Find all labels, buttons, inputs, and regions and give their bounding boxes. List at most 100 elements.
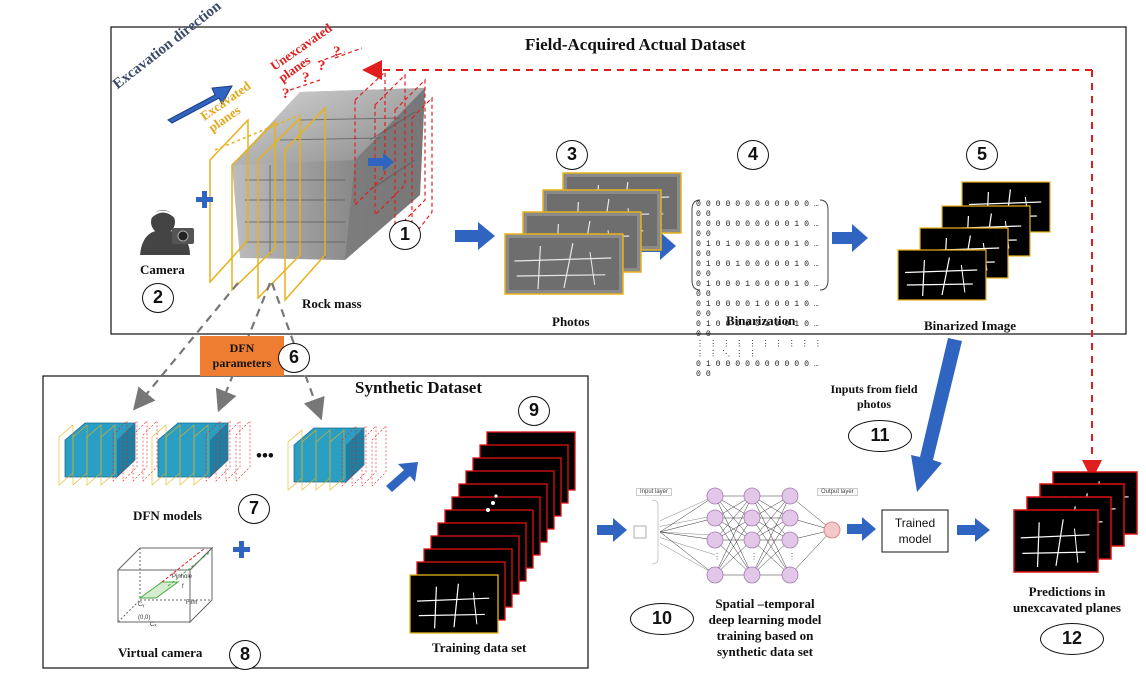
binary-matrix-brackets — [691, 199, 829, 291]
virtual-camera-label: Virtual camera — [118, 645, 203, 660]
plus-icon — [196, 191, 213, 208]
hidden-node — [743, 487, 761, 505]
photos-stack — [504, 172, 682, 295]
arrow-binarized-to-trained — [911, 338, 962, 492]
unexcavated-planes-frames — [289, 47, 433, 240]
step-number-12: 12 — [1040, 623, 1104, 655]
svg-text:⋮: ⋮ — [788, 552, 796, 561]
camera-operator-icon — [140, 210, 194, 255]
binarized-image-label: Binarized Image — [924, 318, 1017, 333]
training-data-stack — [409, 431, 576, 634]
matrix-row: ⋮ ⋮ ⋮ ⋮ ⋮ ⋮ ⋮ ⋮ ⋮ ⋮ ⋮ ⋮ ⋱ ⋮ ⋮ — [696, 340, 823, 359]
input-node — [633, 525, 647, 539]
hidden-node — [781, 487, 799, 505]
input-layer-label: Input layer — [636, 488, 673, 496]
step-number-2: 2 — [142, 283, 174, 313]
hidden-node — [781, 509, 799, 527]
output-node — [823, 521, 841, 539]
svg-text:⋮: ⋮ — [713, 552, 721, 561]
binarization-label: Binarization — [726, 313, 796, 328]
hidden-node — [706, 487, 724, 505]
question-mark: ? — [282, 86, 290, 102]
trained-model-box — [881, 509, 949, 553]
matrix-row: 0 1 0 0 0 0 0 0 0 0 0 0 … 0 0 — [696, 360, 819, 379]
trained-model-label: Trained model — [894, 516, 936, 546]
step-number-4: 4 — [737, 140, 769, 170]
binarized-image-stack — [897, 181, 1051, 301]
flow-arrows — [386, 222, 990, 542]
binary-matrix: 0 0 0 0 0 0 0 0 0 0 0 0 … 0 0 0 0 0 0 0 … — [696, 200, 824, 380]
rock-mass-label: Rock mass — [302, 296, 362, 311]
training-caption: Spatial –temporal deep learning model tr… — [708, 596, 822, 659]
matrix-row: 0 1 0 0 1 0 0 0 0 0 1 0 … 0 0 — [696, 260, 819, 279]
hidden-node — [706, 531, 724, 549]
question-mark: ? — [318, 58, 326, 74]
hidden-node — [743, 566, 761, 584]
plus-icon — [233, 541, 250, 558]
step-number-1: 1 — [389, 220, 421, 250]
arrow-rock-to-photos — [455, 222, 495, 250]
binarized-frame — [897, 249, 987, 301]
predictions-label: Predictions in unexcavated planes — [1013, 584, 1121, 615]
hidden-node — [781, 531, 799, 549]
dfn-parameters-box — [200, 336, 284, 376]
matrix-row: 0 0 0 0 0 0 0 0 0 0 0 0 … 0 0 — [696, 200, 819, 219]
dfn-dashed-arrows — [133, 282, 325, 421]
camera-label: Camera — [140, 262, 185, 277]
hidden-node — [706, 566, 724, 584]
svg-text:⋮: ⋮ — [750, 552, 758, 561]
field-dataset-box — [110, 26, 1127, 335]
matrix-row: 0 1 0 0 0 0 0 1 0 0 1 0 … 0 0 — [696, 320, 819, 339]
neural-network-diagram: ⋮ ⋮ ⋮ — [633, 487, 841, 584]
matrix-row: 0 1 0 1 0 0 0 0 0 0 1 0 … 0 0 — [696, 240, 819, 259]
step-number-7: 7 — [238, 494, 270, 524]
dfn-parameters-label: DFN parameters — [212, 341, 272, 370]
film-label: Film — [186, 600, 198, 606]
arrow-models-to-training — [386, 462, 418, 492]
hidden-node — [706, 509, 724, 527]
step-number-9: 9 — [518, 396, 550, 426]
step-number-3: 3 — [556, 140, 588, 170]
step-number-5: 5 — [966, 140, 998, 170]
dfn-model-images — [58, 420, 387, 491]
step-number-8: 8 — [229, 640, 261, 670]
synthetic-dataset-title: Synthetic Dataset — [355, 378, 483, 397]
excavation-direction-arrow — [167, 85, 233, 124]
output-layer-label: Output layer — [817, 488, 858, 496]
predictions-stack — [1013, 471, 1138, 573]
arrow-trained-to-predictions — [957, 518, 990, 542]
field-dataset-title: Field-Acquired Actual Dataset — [525, 35, 746, 54]
arrow-network-to-trained — [847, 517, 876, 541]
matrix-row: 0 0 0 0 0 0 0 0 0 0 1 0 … 0 0 — [696, 220, 819, 239]
dfn-models-label: DFN models — [133, 508, 202, 523]
particle-dot — [491, 501, 495, 505]
matrix-row: 0 1 0 0 0 0 1 0 0 0 1 0 … 0 0 — [696, 300, 819, 319]
particle-dot — [494, 494, 498, 498]
arrow-training-to-network — [597, 518, 627, 542]
hidden-node — [781, 566, 799, 584]
prediction-frame — [1013, 509, 1099, 573]
rock-direction-arrow — [368, 153, 394, 171]
arrow-binarization-to-image — [832, 224, 868, 252]
synthetic-dataset-box — [42, 375, 589, 669]
hidden-node — [743, 531, 761, 549]
step-number-10: 10 — [630, 603, 694, 635]
particle-dot — [486, 508, 490, 512]
rock-mass-image — [232, 88, 425, 260]
inputs-from-field-label: Inputs from field photos — [830, 382, 918, 411]
training-data-set-label: Training data set — [432, 640, 527, 655]
origin-label: (0,0) — [138, 615, 151, 621]
matrix-row: 0 1 0 0 0 1 0 0 0 0 1 0 … 0 0 — [696, 280, 819, 299]
question-mark: ? — [333, 44, 341, 60]
virtual-camera-diagram — [116, 546, 214, 624]
cx-label: Cₓ — [150, 622, 157, 628]
hidden-node — [743, 509, 761, 527]
step-number-6: 6 — [278, 343, 310, 373]
cy-label: Cᵧ — [138, 602, 145, 608]
focal-label: f — [182, 584, 184, 590]
dfn-ellipsis: ••• — [256, 446, 274, 465]
excavated-planes-frames — [209, 106, 326, 302]
photos-label: Photos — [552, 314, 590, 329]
question-mark: ? — [302, 70, 310, 86]
